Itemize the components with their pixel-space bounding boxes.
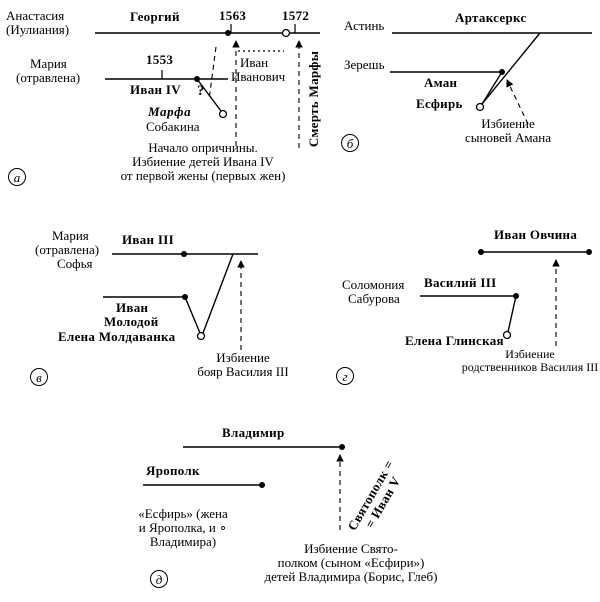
note-esfir-wife-line3: Владимира) xyxy=(149,534,217,549)
a-dot-1563 xyxy=(225,30,231,36)
note-boris-gleb-line1: Избиение Свято- xyxy=(304,541,398,556)
g-dot-right xyxy=(586,249,592,255)
label-anastasia: Анастасия (Иулиания) xyxy=(6,9,69,37)
note-boyars-line2: бояр Василия III xyxy=(197,364,289,379)
label-anastasia-line2: (Иулиания) xyxy=(6,22,70,37)
label-question-mark: ? xyxy=(197,83,205,99)
panel-marker-v: в xyxy=(30,368,48,386)
label-elena-moldavanka: Елена Молдаванка xyxy=(58,329,176,344)
panel-marker-b: б xyxy=(341,134,359,152)
panel-g-lines xyxy=(420,249,592,346)
panel-v-lines xyxy=(103,251,258,350)
label-aman: Аман xyxy=(424,75,458,90)
a-question-dashed-line xyxy=(208,46,217,101)
note-oprichnina-line3: от первой жены (первых жен) xyxy=(120,168,286,183)
panel-d-lines xyxy=(143,444,345,530)
b-massacre-arrow xyxy=(506,79,529,125)
note-boris-gleb: Избиение Свято- полком (сыном «Есфири») … xyxy=(245,542,457,584)
v-circle-elena xyxy=(196,331,206,341)
label-ivan-ivanovich-line1: Иван xyxy=(240,55,269,70)
note-esfir-wife-line1: «Есфирь» (жена xyxy=(138,506,228,521)
panel-marker-a: а xyxy=(8,168,26,186)
label-astin: Астинь xyxy=(344,18,385,33)
note-aman-sons-line1: Избиение xyxy=(481,116,535,131)
g-marriage-diagonal xyxy=(507,295,517,333)
note-aman-sons-line2: сыновей Амана xyxy=(464,130,552,145)
label-maria-v-note: (отравлена) xyxy=(35,242,100,257)
label-ivan-molodoy-line1: Иван xyxy=(116,300,149,315)
note-boris-gleb-line2: полком (сыном «Есфири») xyxy=(277,555,425,570)
label-sofia: Софья xyxy=(57,256,93,271)
v-diagonal-from-top xyxy=(202,253,234,334)
note-relatives-line1: Избиение xyxy=(505,347,555,361)
label-vladimir: Владимир xyxy=(222,425,285,440)
a-circle-1572 xyxy=(281,28,291,38)
label-ivan3: Иван III xyxy=(122,232,174,247)
panel-marker-g: г xyxy=(336,367,354,385)
label-saburova: Сабурова xyxy=(348,291,400,306)
label-anastasia-line1: Анастасия xyxy=(6,8,65,23)
label-ivan-molodoy-line2: Молодой xyxy=(104,314,159,329)
v-dot-ivan3 xyxy=(181,251,187,257)
a-circle-marfa xyxy=(218,109,228,119)
note-boris-gleb-line3: детей Владимира (Борис, Глеб) xyxy=(264,569,438,584)
label-ivan-ovchina: Иван Овчина xyxy=(494,227,578,242)
note-aman-sons: Избиение сыновей Амана xyxy=(448,117,568,145)
panel-marker-d: д xyxy=(150,570,168,588)
label-esfir: Есфирь xyxy=(416,96,463,111)
g-dot-left xyxy=(478,249,484,255)
label-solomonia: Соломония xyxy=(342,277,405,292)
label-year-1553: 1553 xyxy=(146,52,174,67)
note-oprichnina: Начало опричнины. Избиение детей Ивана I… xyxy=(98,141,308,183)
b-circle-esfir xyxy=(475,102,485,112)
panel-b-lines xyxy=(390,32,592,125)
b-diagonal-from-aman xyxy=(481,71,503,105)
label-maria-v: Мария xyxy=(52,228,89,243)
g-circle-elena-glinskaya xyxy=(502,330,512,340)
label-ivan4: Иван IV xyxy=(130,82,181,97)
label-zeresh: Зерешь xyxy=(344,57,385,72)
note-oprichnina-line1: Начало опричнины. xyxy=(148,140,258,155)
label-marfa: Марфа xyxy=(148,104,192,119)
label-year-1563: 1563 xyxy=(219,8,247,23)
note-esfir-wife: «Есфирь» (жена и Ярополка, и ∘ Владимира… xyxy=(118,507,248,549)
d-dot-vladimir xyxy=(339,444,345,450)
note-boyars: Избиение бояр Василия III xyxy=(183,351,303,379)
d-dot-yaropolk xyxy=(259,482,265,488)
note-oprichnina-line2: Избиение детей Ивана IV xyxy=(132,154,274,169)
v-diagonal-from-son xyxy=(184,296,201,334)
label-artaxerxes: Артаксеркс xyxy=(455,10,527,25)
label-ivan-ivanovich-line2: Иванович xyxy=(231,69,286,84)
label-sobakina: Собакина xyxy=(146,119,200,134)
note-boyars-line1: Избиение xyxy=(216,350,270,365)
b-diagonal-from-king xyxy=(481,32,541,105)
note-relatives-line2: родственников Василия III xyxy=(461,360,599,374)
label-yaropolk: Ярополк xyxy=(146,463,200,478)
panel-a-lines xyxy=(95,24,320,148)
label-vasiliy3: Василий III xyxy=(424,275,497,290)
label-maria-a-note: (отравлена) xyxy=(16,70,81,85)
note-esfir-wife-line2: и Ярополка, и ∘ xyxy=(138,520,228,535)
label-year-1572: 1572 xyxy=(282,8,310,23)
label-marfa-death-vertical: Смерть Марфы xyxy=(306,50,321,148)
label-maria-a: Мария xyxy=(30,56,67,71)
a-marriage-diagonal xyxy=(196,78,222,112)
label-elena-glinskaya: Елена Глинская xyxy=(405,333,504,348)
label-georgiy: Георгий xyxy=(130,9,180,24)
note-relatives: Избиение родственников Василия III xyxy=(432,348,600,374)
